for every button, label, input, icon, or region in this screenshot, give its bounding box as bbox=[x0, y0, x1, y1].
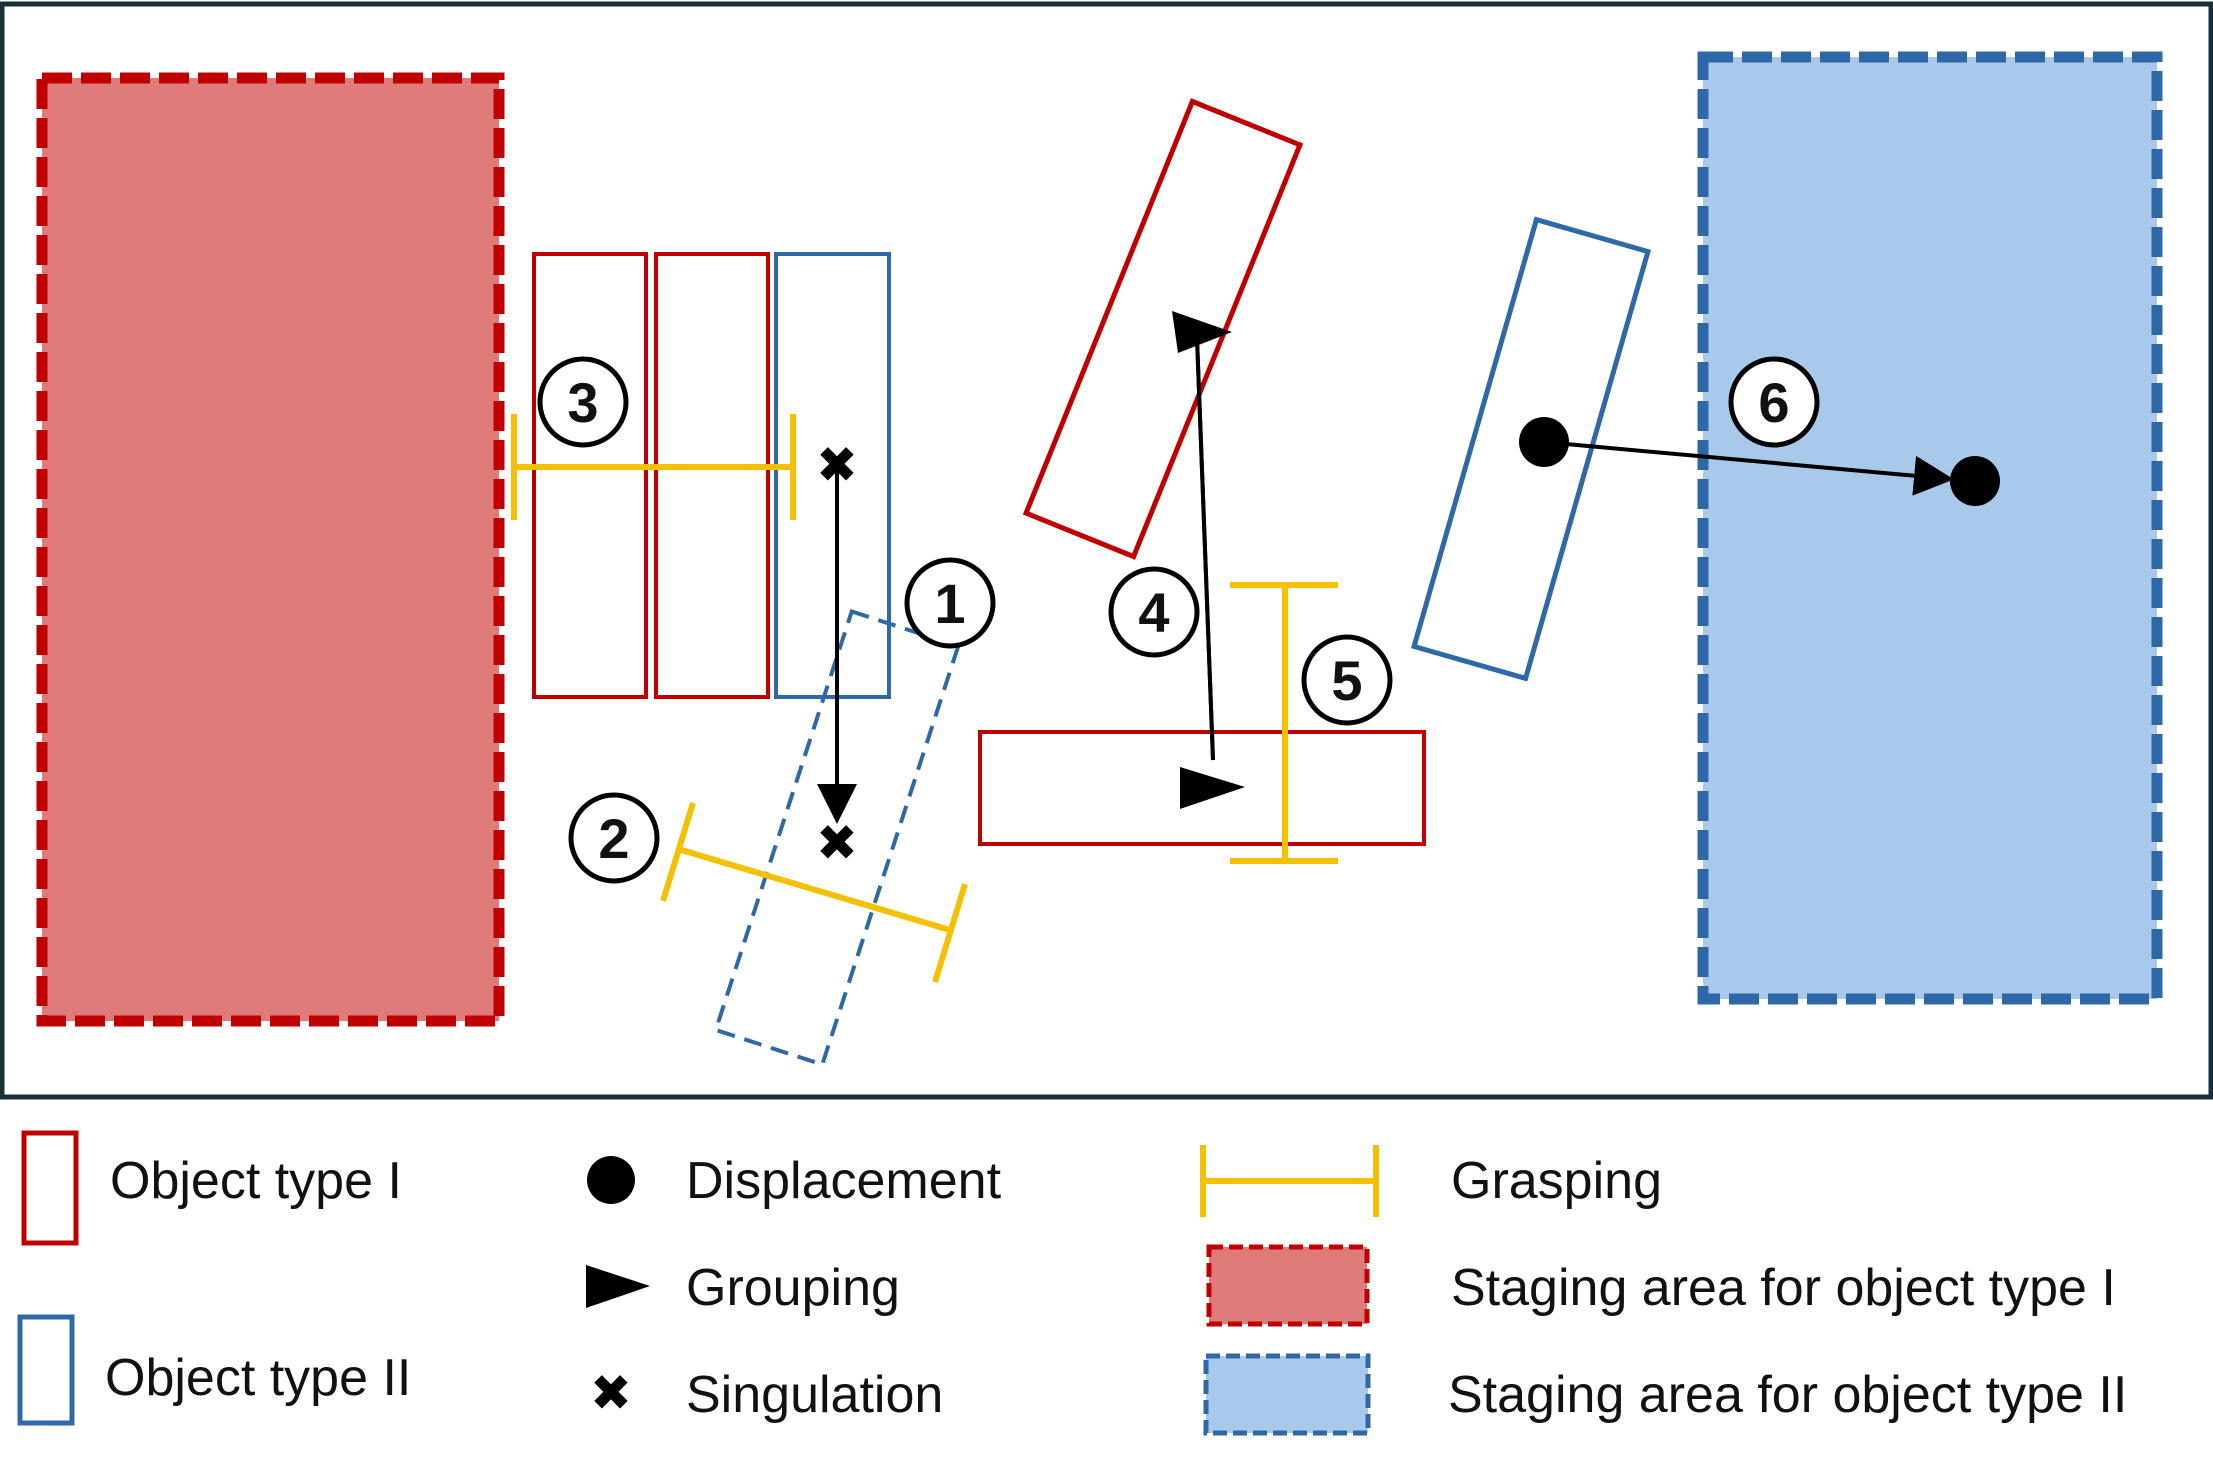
singulation-motion: ✖ ✖ bbox=[816, 436, 858, 872]
legend-singulation-label: Singulation bbox=[686, 1366, 943, 1424]
step-4-marker: 4 bbox=[1108, 566, 1200, 658]
legend-singulation-icon: ✖ bbox=[590, 1364, 632, 1422]
legend-staging-area-1-label: Staging area for object type I bbox=[1451, 1259, 2116, 1317]
legend-object-type-1-swatch bbox=[21, 1130, 79, 1246]
grasp-2 bbox=[660, 802, 968, 983]
legend-object-type-1-label: Object type I bbox=[110, 1152, 402, 1210]
legend-staging-area-2-label: Staging area for object type II bbox=[1448, 1366, 2127, 1424]
legend-displacement-label: Displacement bbox=[686, 1152, 1002, 1210]
legend-grasping-label: Grasping bbox=[1451, 1152, 1662, 1210]
singulated-object-ghost bbox=[713, 608, 961, 1068]
grouping-end-icon bbox=[1180, 767, 1245, 809]
legend-object-type-2-swatch bbox=[17, 1314, 75, 1426]
grasp-3 bbox=[511, 414, 796, 520]
staging-area-type-2 bbox=[1697, 51, 2163, 1005]
singulation-start-icon: ✖ bbox=[816, 436, 858, 494]
step-1-marker: 1 bbox=[904, 557, 996, 649]
displacement-motion bbox=[1519, 417, 2000, 506]
step-2-label: 2 bbox=[598, 807, 629, 870]
legend-grasping-icon bbox=[1200, 1145, 1379, 1217]
grouping-start-icon bbox=[1172, 311, 1232, 353]
legend: Object type I Object type II Displacemen… bbox=[17, 1130, 2127, 1436]
object-type-1 bbox=[1022, 98, 1304, 560]
step-2-marker: 2 bbox=[568, 792, 660, 884]
displacement-end-icon bbox=[1950, 456, 2000, 506]
grasp-5 bbox=[1230, 582, 1338, 864]
object-type-1 bbox=[532, 252, 648, 699]
object-type-1 bbox=[654, 252, 770, 699]
step-3-marker: 3 bbox=[537, 356, 629, 448]
step-5-marker: 5 bbox=[1301, 634, 1393, 726]
step-4-label: 4 bbox=[1138, 581, 1169, 644]
step-6-marker: 6 bbox=[1728, 356, 1820, 448]
grouping-motion bbox=[1172, 311, 1245, 809]
step-1-label: 1 bbox=[934, 572, 965, 635]
legend-grouping-icon bbox=[586, 1265, 650, 1308]
singulation-end-icon: ✖ bbox=[816, 814, 858, 872]
legend-staging-area-2-swatch bbox=[1203, 1353, 1371, 1436]
legend-grouping-label: Grouping bbox=[686, 1259, 900, 1317]
step-3-label: 3 bbox=[567, 371, 598, 434]
step-5-label: 5 bbox=[1331, 649, 1362, 712]
displacement-start-icon bbox=[1519, 417, 1569, 467]
legend-staging-area-1-swatch bbox=[1206, 1244, 1370, 1327]
staging-area-type-1 bbox=[36, 72, 505, 1027]
step-6-label: 6 bbox=[1758, 371, 1789, 434]
legend-object-type-2-label: Object type II bbox=[105, 1349, 411, 1407]
legend-displacement-icon bbox=[587, 1156, 635, 1204]
